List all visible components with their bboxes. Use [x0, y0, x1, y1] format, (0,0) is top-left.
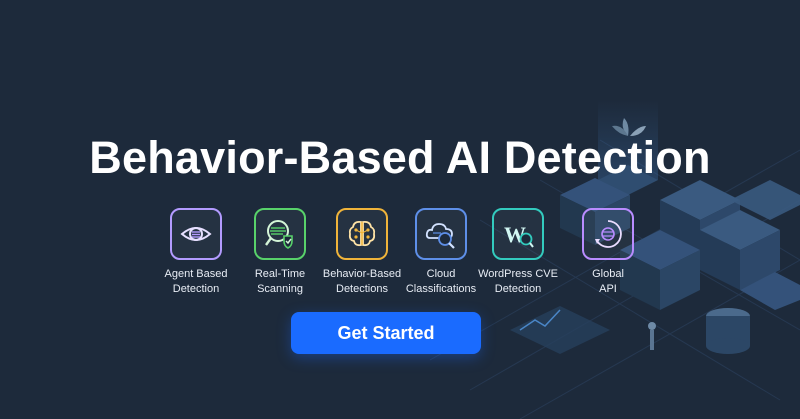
feature-label-line1: WordPress CVE	[478, 268, 558, 280]
feature-label-line1: Global	[592, 268, 624, 280]
brain-icon	[348, 220, 376, 247]
scan-shield-icon	[265, 220, 293, 249]
feature-tile	[336, 208, 388, 260]
feature-tile: W	[492, 208, 544, 260]
wordpress-cve-icon: W	[504, 222, 534, 248]
feature-label-line1: Real-Time	[254, 268, 306, 280]
feature-real-time-scanning: Real-Time Scanning	[232, 208, 328, 297]
feature-label-line2: Detections	[336, 283, 388, 295]
feature-label-line2: Scanning	[257, 283, 303, 295]
page-title: Behavior-Based AI Detection	[89, 132, 711, 183]
feature-tile	[170, 208, 222, 260]
feature-label-line2: Detection	[172, 283, 220, 295]
cloud-magnifier-icon	[425, 223, 455, 249]
get-started-button[interactable]: Get Started	[291, 312, 481, 354]
feature-behavior-based-detections: Behavior-Based Detections	[314, 208, 410, 297]
feature-label-line1: Behavior-Based	[322, 268, 402, 280]
feature-cloud-classifications: Cloud Classifications	[393, 208, 489, 297]
feature-tile	[254, 208, 306, 260]
global-api-icon	[595, 220, 622, 248]
feature-global-api: Global API	[560, 208, 656, 297]
eye-icon	[180, 227, 212, 241]
feature-label-line2: Classifications	[405, 283, 477, 295]
feature-label-line1: Agent Based	[164, 268, 228, 280]
feature-tile	[582, 208, 634, 260]
feature-label-line2: Detection	[494, 283, 542, 295]
feature-list: Agent Based Detection Real-Time Scanning	[0, 208, 800, 308]
feature-agent-based-detection: Agent Based Detection	[148, 208, 244, 297]
feature-label-line2: API	[599, 283, 617, 295]
feature-label-line1: Cloud	[426, 268, 456, 280]
feature-tile	[415, 208, 467, 260]
feature-wordpress-cve-detection: W WordPress CVE Detection	[470, 208, 566, 297]
